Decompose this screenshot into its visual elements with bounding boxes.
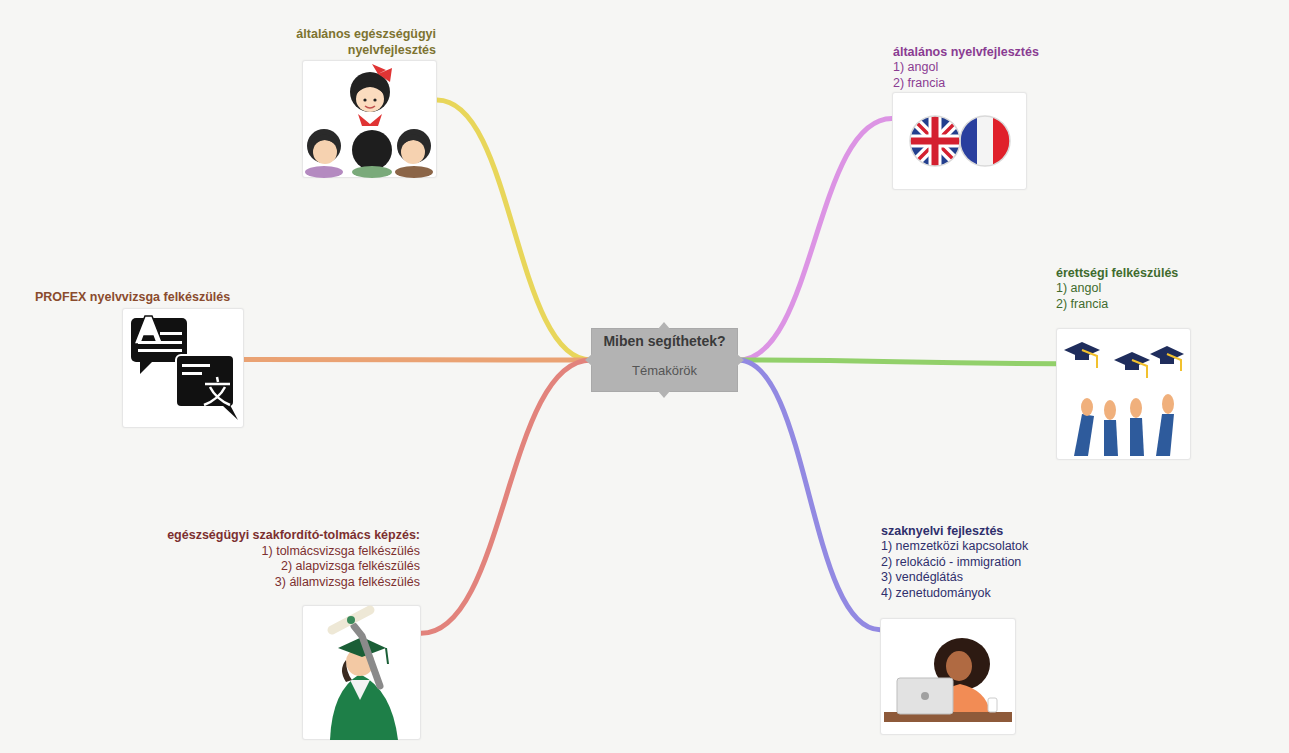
topic-item: 2) alapvizsga felkészülés <box>167 559 420 575</box>
topic-item: 1) angol <box>1056 281 1178 297</box>
topic-item: 2) francia <box>1056 297 1178 313</box>
topic-heading: általános egészségügyi nyelvfejlesztés <box>276 27 436 58</box>
topic-label-group: érettségi felkészülés1) angol2) francia <box>1056 266 1178 313</box>
topic-heading: egészségügyi szakfordító-tolmács képzés: <box>167 528 420 544</box>
topic-item: 3) vendéglátás <box>881 570 1028 586</box>
topic-item: 1) nemzetközi kapcsolatok <box>881 539 1028 555</box>
branch-connector <box>738 360 1056 364</box>
branch-connector <box>244 357 591 362</box>
topic-card: általános egészségügyi nyelvfejlesztés <box>302 60 437 178</box>
topic-label-group: egészségügyi szakfordító-tolmács képzés:… <box>167 528 420 590</box>
topic-item: 2) francia <box>893 76 1039 92</box>
central-topic: Miben segíthetek? Témakörök <box>591 328 738 392</box>
topic-item: 1) tolmácsvizsga felkészülés <box>167 544 420 560</box>
topic-label-group: általános nyelvfejlesztés1) angol2) fran… <box>893 45 1039 92</box>
topic-item: 1) angol <box>893 60 1039 76</box>
branch-connector <box>738 360 880 630</box>
topic-card: érettségi felkészülés1) angol2) francia <box>1056 328 1191 460</box>
topic-heading: érettségi felkészülés <box>1056 266 1178 282</box>
topic-item: 3) államvizsga felkészülés <box>167 575 420 591</box>
central-marker-part <box>737 354 744 366</box>
topic-heading: szaknyelvi fejlesztés <box>881 524 1028 540</box>
topic-card: szaknyelvi fejlesztés1) nemzetközi kapcs… <box>880 618 1016 735</box>
central-marker-part <box>658 391 670 398</box>
central-marker <box>585 322 744 398</box>
central-subtitle: Témakörök <box>632 363 697 378</box>
topic-label-group: általános egészségügyi nyelvfejlesztés <box>276 27 436 58</box>
topic-card: egészségügyi szakfordító-tolmács képzés:… <box>302 605 421 740</box>
branch-connector <box>738 118 892 360</box>
branch-connector <box>421 360 591 633</box>
branch-connector <box>437 100 591 360</box>
topic-card: általános nyelvfejlesztés1) angol2) fran… <box>892 92 1027 190</box>
topic-item: 2) relokáció - immigration <box>881 555 1028 571</box>
topic-card: PROFEX nyelvvizsga felkészülés <box>122 308 244 428</box>
topic-heading: PROFEX nyelvvizsga felkészülés <box>35 290 230 306</box>
topic-label-group: PROFEX nyelvvizsga felkészülés <box>35 290 230 306</box>
topic-heading: általános nyelvfejlesztés <box>893 45 1039 61</box>
topic-item: 4) zenetudományok <box>881 586 1028 602</box>
topic-label-group: szaknyelvi fejlesztés1) nemzetközi kapcs… <box>881 524 1028 602</box>
central-title: Miben segíthetek? <box>603 333 725 349</box>
